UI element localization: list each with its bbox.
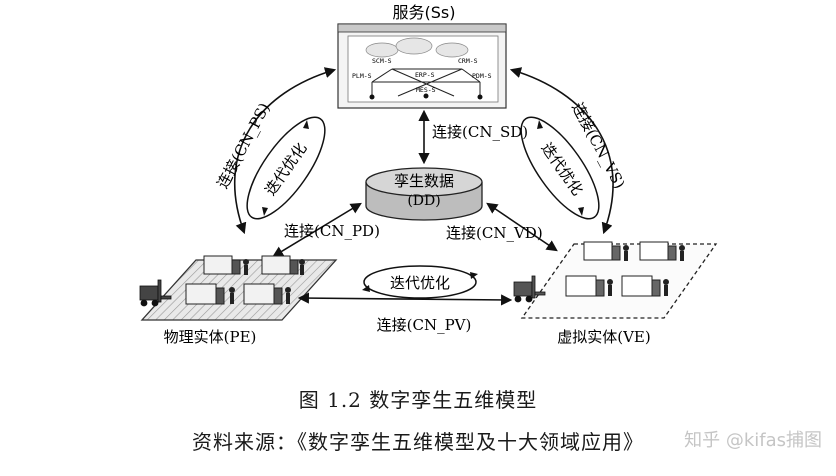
iteration-loop-right: [520, 116, 600, 220]
label-cn-vd: 连接(CN_VD): [446, 224, 543, 242]
figure-caption: 图 1.2 数字孪生五维模型: [298, 388, 538, 412]
service-module-pdm: PDM-S: [472, 72, 492, 80]
label-cn-sd: 连接(CN_SD): [432, 123, 528, 141]
digital-twin-sublabel: (DD): [407, 193, 440, 209]
physical-entity-illustration: [139, 255, 338, 321]
label-iteration-right: 迭代优化: [538, 139, 587, 198]
label-cn-ps: 连接(CN_PS): [214, 100, 274, 192]
virtual-entity-illustration: [513, 241, 718, 319]
arrow-cn-pd: [272, 202, 362, 258]
iteration-loop-left: [246, 116, 326, 220]
virtual-entity-label: 虚拟实体(VE): [557, 328, 651, 346]
service-module-crm: CRM-S: [458, 57, 478, 65]
service-module-erp: ERP-S: [415, 71, 435, 79]
arrow-cn-pv: [297, 292, 513, 306]
label-cn-pd: 连接(CN_PD): [284, 222, 380, 240]
label-iteration-left: 迭代优化: [261, 139, 310, 198]
five-dimension-model-diagram: 服务(Ss) SCM-S CRM-S PLM-S ERP-S PDM-S MES…: [139, 3, 718, 346]
physical-entity-label: 物理实体(PE): [164, 328, 257, 346]
arrow-cn-vs: [509, 67, 614, 235]
label-iteration-bottom: 迭代优化: [390, 274, 450, 292]
service-module-mes: MES-S: [416, 86, 436, 94]
source-caption: 资料来源：《数字孪生五维模型及十大领域应用》: [192, 430, 644, 454]
service-module-scm: SCM-S: [372, 57, 392, 65]
watermark: 知乎 @kifas捕图: [684, 430, 822, 451]
arrow-cn-ps: [234, 67, 337, 235]
service-module-plm: PLM-S: [352, 72, 372, 80]
digital-twin-label: 孪生数据: [394, 172, 454, 190]
digital-twin-data-cylinder: [365, 167, 483, 221]
service-window: SCM-S CRM-S PLM-S ERP-S PDM-S MES-S: [337, 23, 507, 109]
services-title: 服务(Ss): [393, 3, 456, 22]
arrow-cn-vd: [486, 202, 558, 252]
label-cn-pv: 连接(CN_PV): [377, 316, 472, 334]
